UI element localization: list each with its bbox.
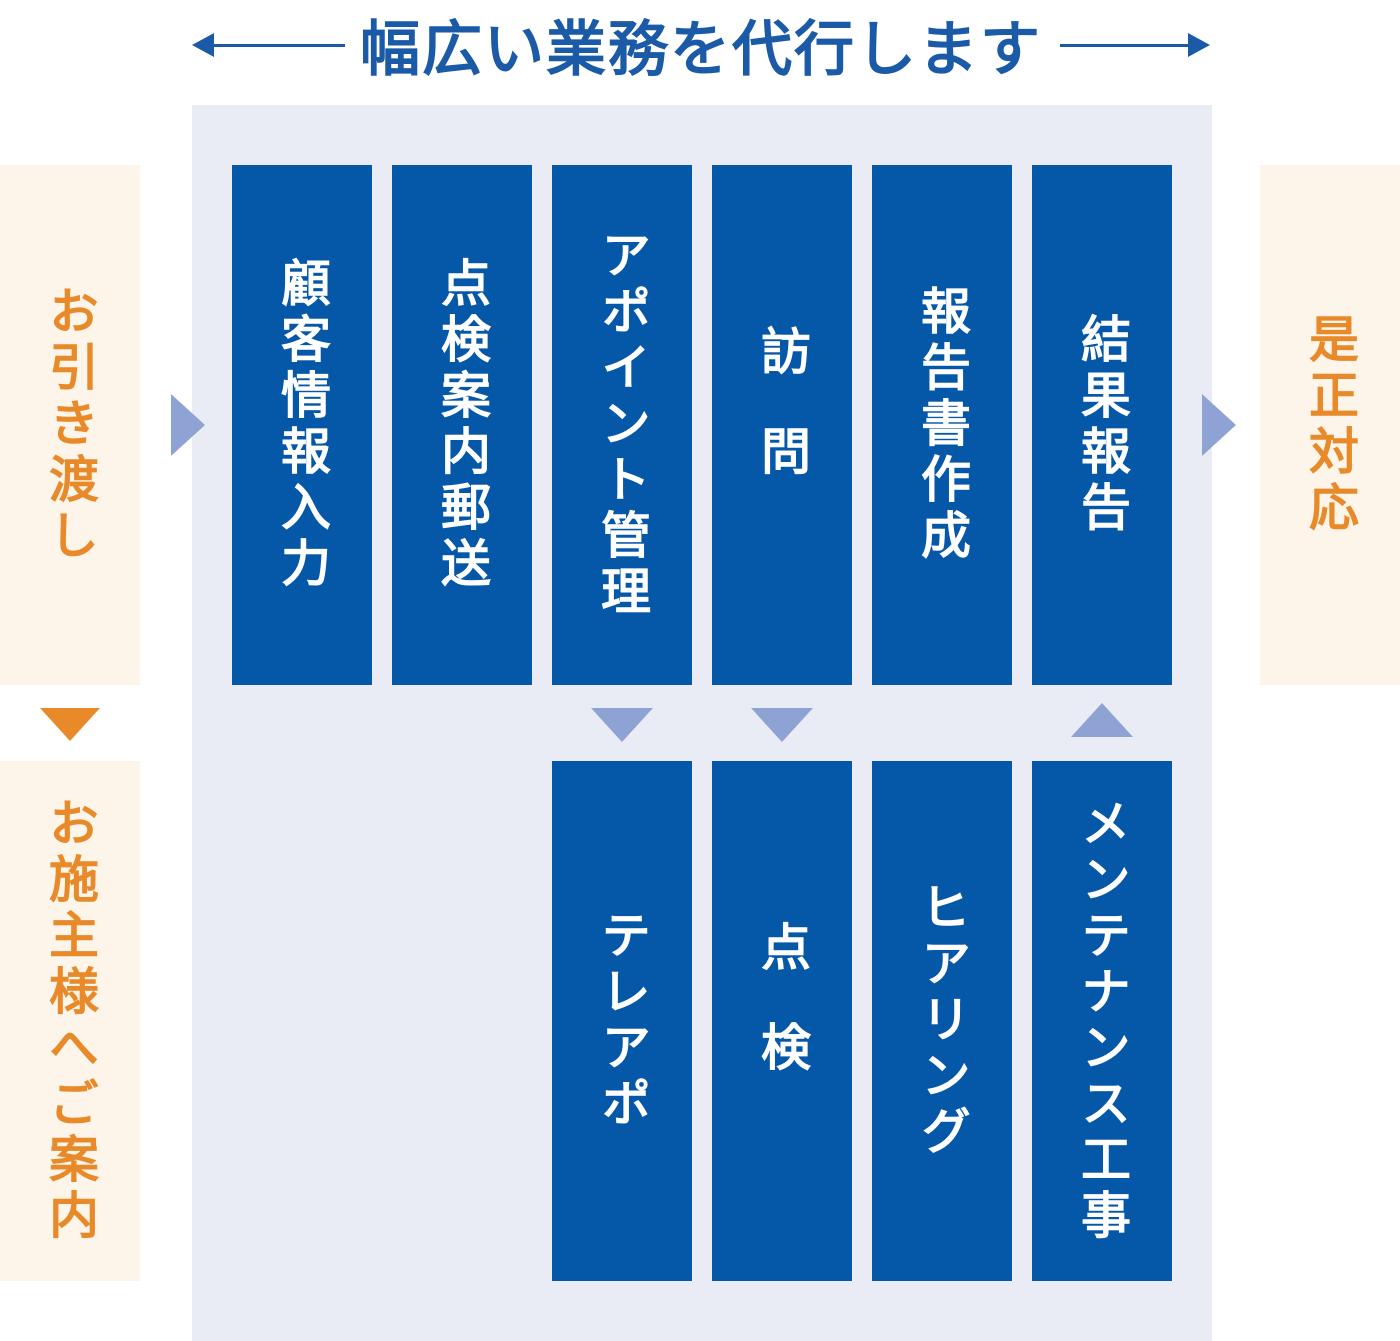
handover-label: お引き渡し: [41, 285, 99, 565]
flow-out-arrow-icon: [1202, 394, 1236, 456]
step-customer-info: 顧客情報入力: [232, 165, 372, 685]
flow-in-arrow-icon: [171, 394, 205, 456]
page-title: 幅広い業務を代行します: [360, 14, 1042, 85]
down-arrow-icon: [751, 708, 813, 742]
guidance-panel: お施主様へご案内: [0, 761, 140, 1281]
step-visit: 訪問: [712, 165, 852, 685]
arrow-right-icon: [1188, 33, 1210, 57]
up-arrow-icon: [1071, 703, 1133, 737]
correction-panel: 是正対応: [1260, 165, 1400, 685]
step-appointment: アポイント管理: [552, 165, 692, 685]
header-line-left: [205, 44, 345, 47]
step-teleapo: テレアポ: [552, 761, 692, 1281]
down-arrow-icon: [591, 708, 653, 742]
correction-label: 是正対応: [1301, 313, 1359, 537]
step-report-writing: 報告書作成: [872, 165, 1012, 685]
orange-down-arrow-icon: [40, 708, 100, 741]
handover-panel: お引き渡し: [0, 165, 140, 685]
arrow-left-icon: [192, 33, 214, 57]
header-line-right: [1060, 44, 1195, 47]
step-inspection: 点検: [712, 761, 852, 1281]
step-maintenance: メンテナンス工事: [1032, 761, 1172, 1281]
step-result-report: 結果報告: [1032, 165, 1172, 685]
step-inspection-mail: 点検案内郵送: [392, 165, 532, 685]
guidance-label: お施主様へご案内: [41, 797, 99, 1245]
step-hearing: ヒアリング: [872, 761, 1012, 1281]
